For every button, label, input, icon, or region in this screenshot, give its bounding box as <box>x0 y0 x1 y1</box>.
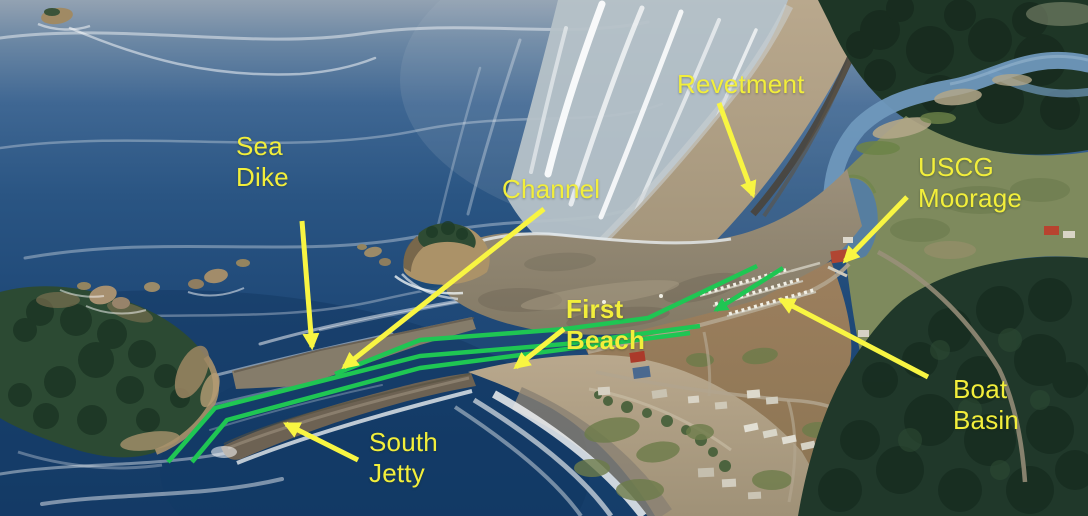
south-jetty-structure <box>211 373 476 465</box>
channel-marking-mid <box>166 323 701 464</box>
headland <box>0 259 250 470</box>
arrow-sea-dike <box>299 220 320 351</box>
label-line: Boat <box>953 374 1008 404</box>
northwest-rock <box>37 7 91 31</box>
arrow-south-jetty <box>282 421 360 463</box>
label-line: South <box>369 427 438 457</box>
forest-road <box>876 250 1028 483</box>
arrow-uscg-moorage <box>842 195 909 264</box>
label-revetment: Revetment <box>677 69 805 100</box>
arrow-first-beach <box>513 327 566 370</box>
label-line: Basin <box>953 405 1020 435</box>
label-line: First <box>566 294 624 324</box>
label-line: USCG <box>918 152 994 182</box>
label-line: Dike <box>236 162 289 192</box>
channel-marking-basin-entry <box>713 266 785 312</box>
east-clearing <box>838 116 1088 352</box>
forest-southeast <box>798 250 1088 516</box>
label-line: Revetment <box>677 69 805 99</box>
label-line: Channel <box>502 174 601 204</box>
label-line: Moorage <box>918 183 1023 213</box>
arrow-revetment <box>716 102 757 199</box>
label-line: Jetty <box>369 458 425 488</box>
channel-marking-north <box>334 263 758 377</box>
channel-marking-south <box>190 330 691 464</box>
label-channel: Channel <box>502 174 600 205</box>
label-line: Sea <box>236 131 283 161</box>
arrow-channel <box>341 207 546 370</box>
buildings <box>597 226 1075 500</box>
label-line: Beach <box>566 325 646 355</box>
arrow-boat-basin <box>777 297 930 380</box>
